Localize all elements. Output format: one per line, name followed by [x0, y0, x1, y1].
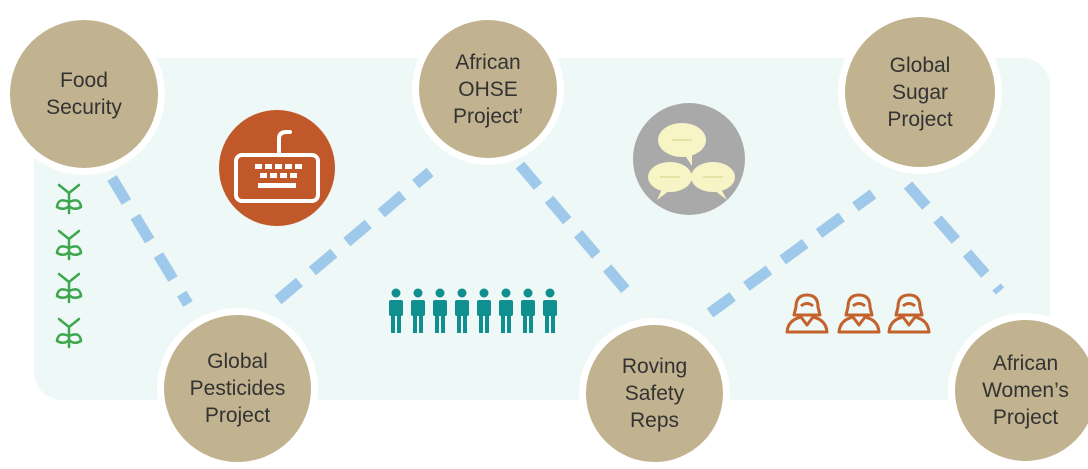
node-label: African OHSE Project’	[452, 50, 524, 128]
plant-icon	[55, 272, 83, 304]
person-icon	[499, 288, 513, 333]
connector-roving-sugar	[706, 189, 877, 318]
plant-icon	[55, 229, 83, 261]
node-label: Roving Safety Reps	[621, 355, 688, 432]
node-global-pesticides-project: Global Pesticides Project	[157, 308, 318, 469]
node-label: Global Pesticides Project	[189, 350, 286, 427]
person-icon	[543, 288, 557, 333]
keyboard-icon	[219, 110, 335, 226]
node-global-sugar-project: Global Sugar Project	[838, 10, 1002, 174]
connector-food-pesticides	[107, 175, 193, 307]
woman-icon	[887, 293, 931, 334]
node-label: Food Security	[46, 69, 122, 119]
plant-icon	[55, 317, 83, 349]
speech-bubbles-icon	[633, 103, 745, 215]
plant-icon	[55, 183, 83, 215]
node-african-ohse-project: African OHSE Project’	[412, 13, 564, 165]
person-icon	[477, 288, 491, 333]
node-food-security: Food Security	[3, 13, 165, 175]
node-roving-safety-reps: Roving Safety Reps	[579, 318, 730, 469]
person-icon	[455, 288, 469, 333]
connector-sugar-women	[903, 181, 1005, 295]
node-label: African Women’s Project	[982, 352, 1069, 429]
person-icon	[521, 288, 535, 333]
person-icon	[411, 288, 425, 333]
connector-ohse-roving	[515, 161, 641, 306]
node-label: Global Sugar Project	[887, 53, 953, 131]
woman-icon	[785, 293, 829, 334]
person-icon	[389, 288, 403, 333]
connector-pesticides-ohse	[274, 167, 434, 305]
people-group-icon	[389, 288, 557, 333]
person-icon	[433, 288, 447, 333]
woman-icon	[837, 293, 881, 334]
